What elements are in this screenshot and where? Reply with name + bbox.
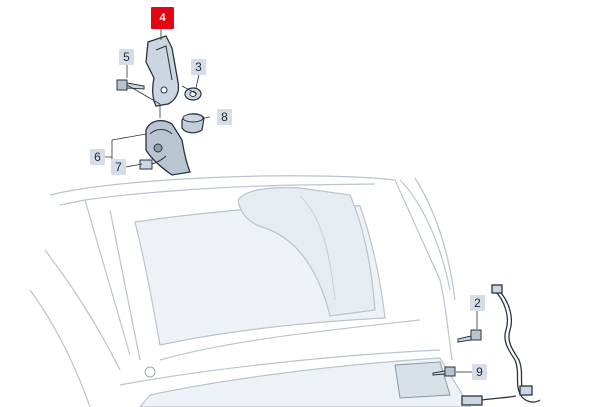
bolt-part-2 [457, 329, 482, 343]
nut-part-3 [184, 87, 202, 101]
rear-lock-panel [139, 357, 471, 407]
callout-3[interactable]: 3 [191, 59, 206, 75]
hinge-bracket-part [145, 35, 180, 107]
callout-2[interactable]: 2 [470, 295, 485, 311]
leader-lines [105, 27, 478, 373]
callout-9[interactable]: 9 [472, 364, 487, 380]
callout-4[interactable]: 4 [151, 7, 174, 29]
bolt-part-5 [116, 79, 145, 91]
screw-part-9 [432, 366, 456, 377]
callout-5[interactable]: 5 [119, 49, 134, 65]
callout-8[interactable]: 8 [217, 109, 232, 125]
wiring-harness [461, 284, 541, 406]
vehicle-rear-body [29, 175, 456, 407]
callout-6[interactable]: 6 [90, 149, 105, 165]
callout-7[interactable]: 7 [111, 159, 126, 175]
buffer-part-8 [181, 113, 205, 134]
trunk-interior [134, 186, 386, 346]
